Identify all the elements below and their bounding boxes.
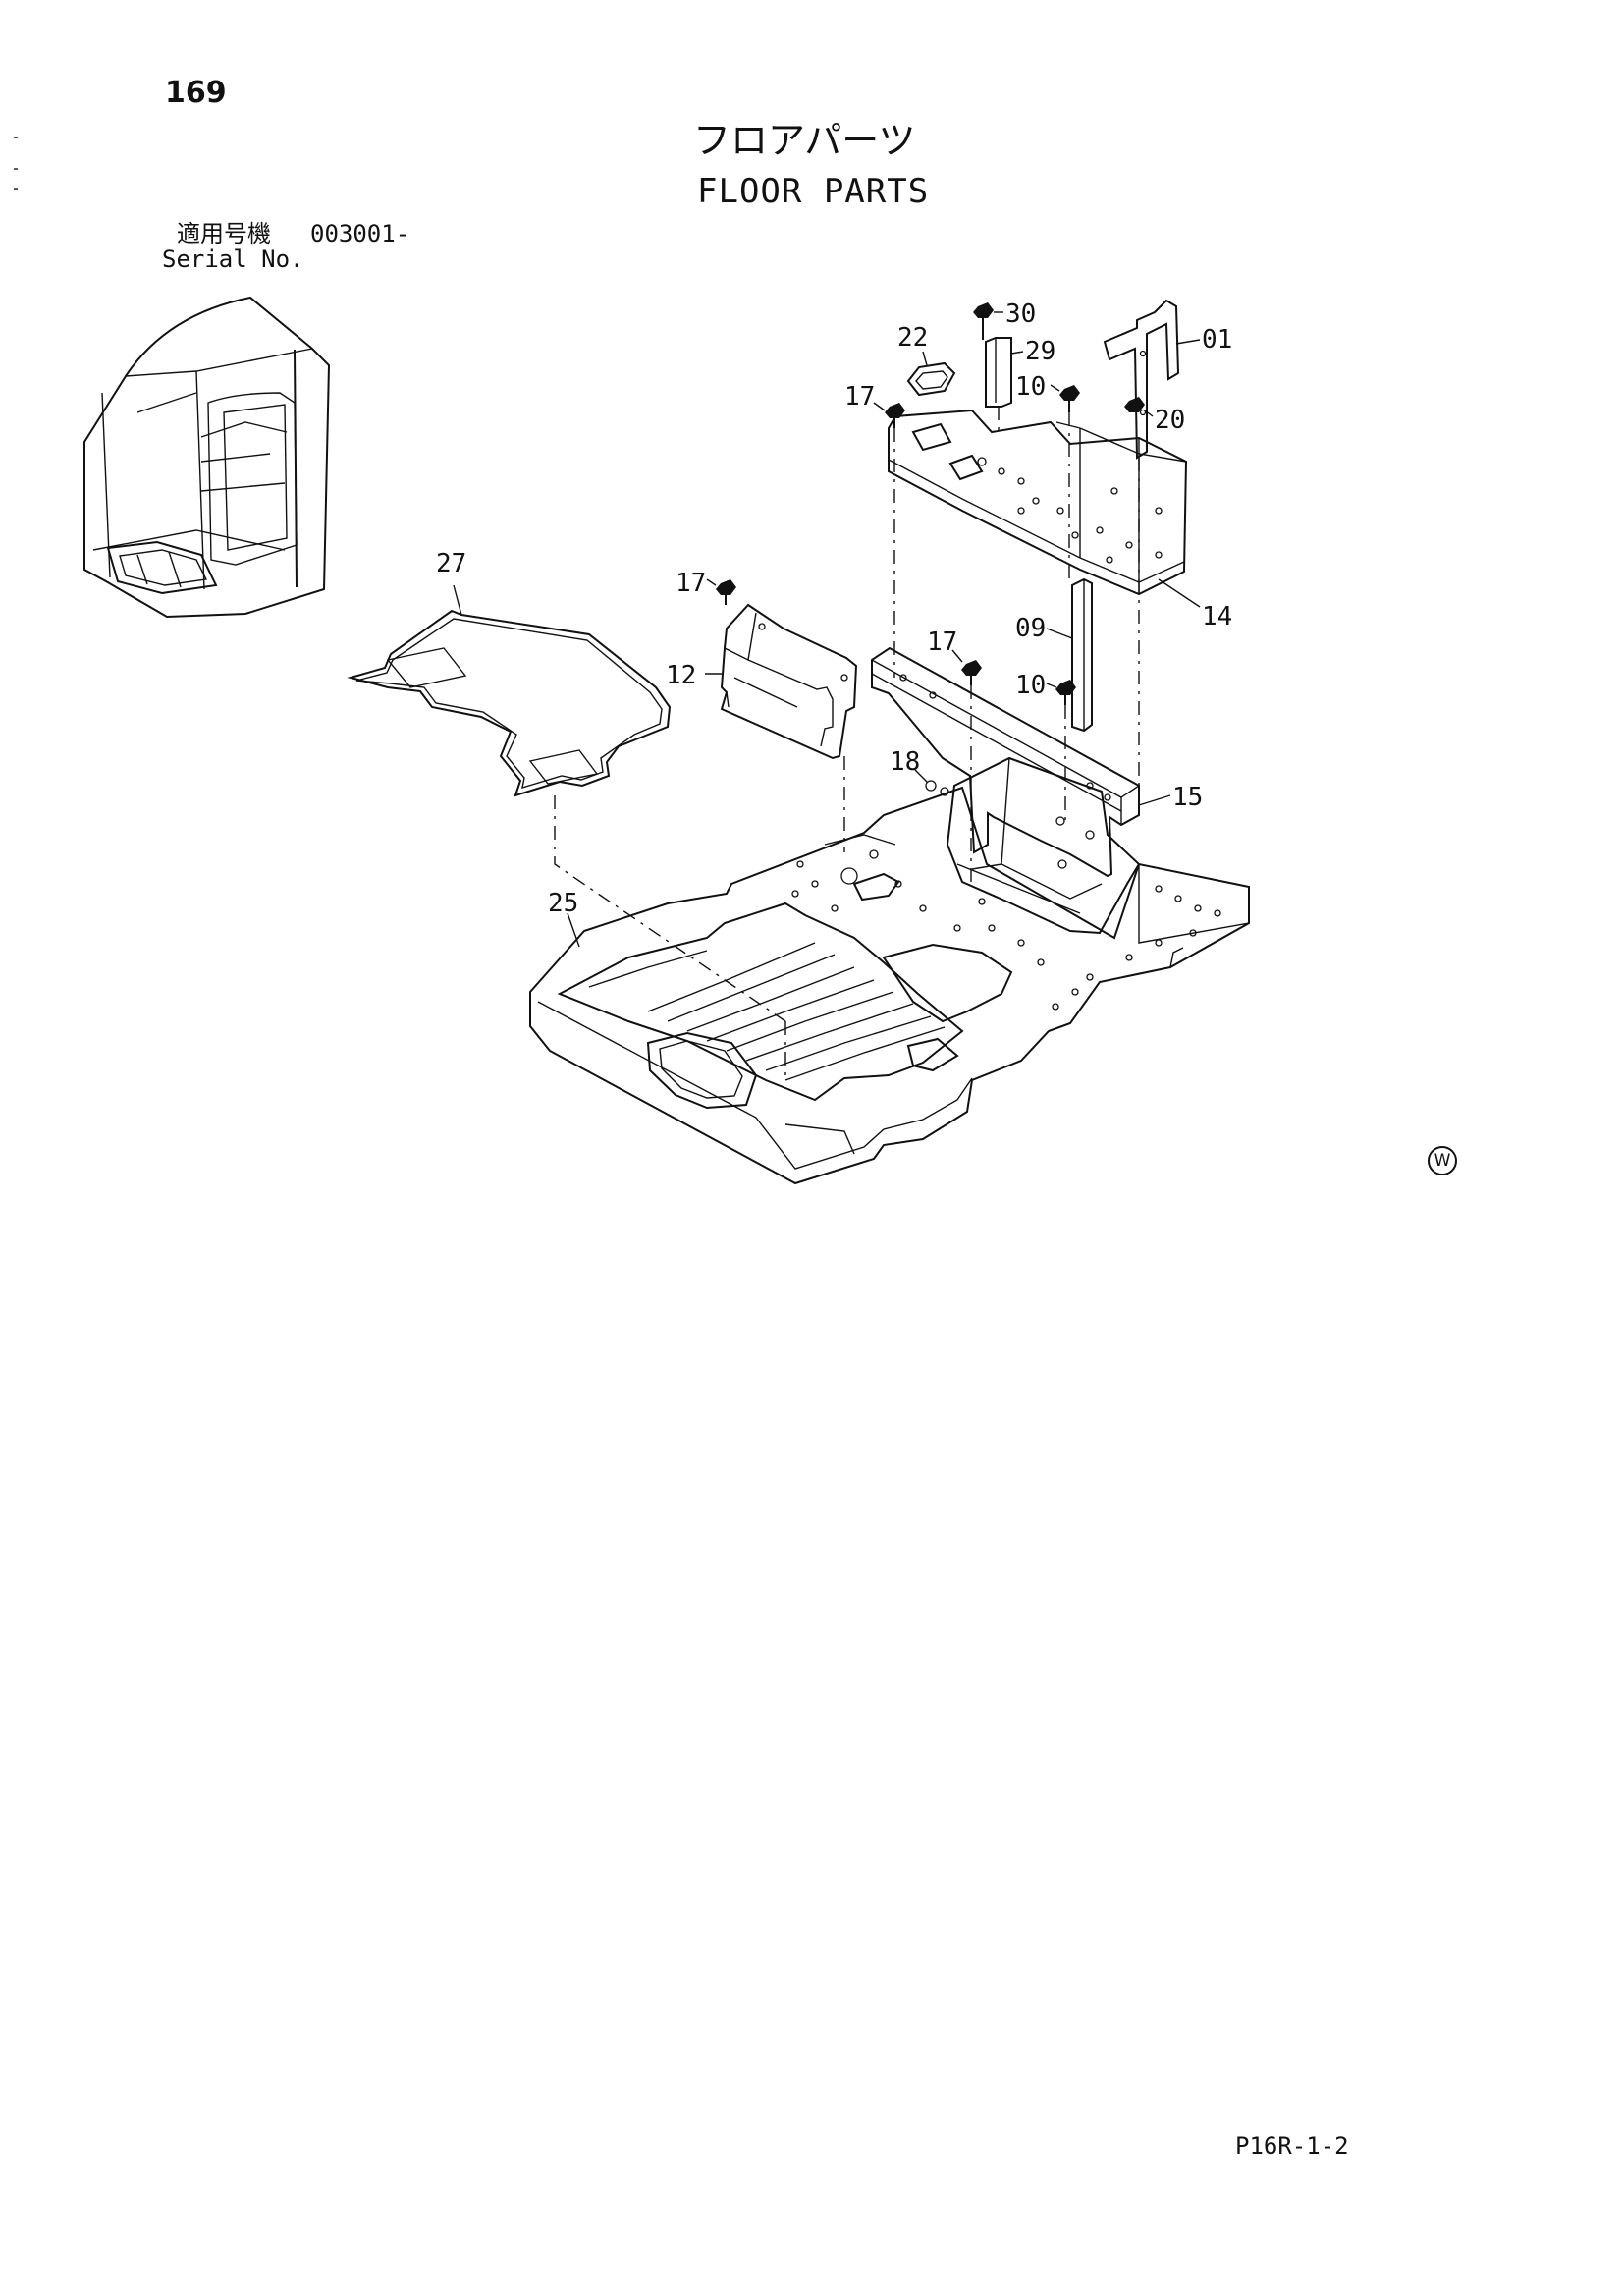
- part-09-bracket: [1071, 577, 1093, 733]
- callout-27: 27: [436, 549, 466, 578]
- callout-30: 30: [1005, 300, 1036, 329]
- part-27-floor-mat: [347, 609, 672, 797]
- bolt-30: [973, 302, 994, 340]
- part-29-bracket: [985, 337, 1012, 408]
- bolt-17-a: [885, 403, 905, 428]
- callout-01: 01: [1202, 325, 1232, 355]
- callout-22: 22: [897, 323, 928, 353]
- callout-labels: 22 30 29 01 17 10 20 27 17 14 09 17 12 1…: [436, 300, 1232, 918]
- part-01-bracket: [1103, 299, 1180, 460]
- callout-17-mid: 17: [927, 628, 957, 657]
- part-25-floor-frame: [529, 786, 1250, 1185]
- bolt-10-b: [1055, 680, 1076, 705]
- page-title-english: FLOOR PARTS: [697, 172, 930, 211]
- margin-marks: [14, 137, 18, 190]
- bolt-17-b: [716, 579, 736, 605]
- callout-17-left: 17: [676, 569, 706, 598]
- callout-12: 12: [666, 661, 696, 690]
- callout-17-top: 17: [844, 382, 875, 411]
- callout-25: 25: [548, 889, 578, 918]
- callout-20: 20: [1155, 406, 1185, 435]
- assembly-lines: [554, 407, 1140, 1080]
- bolt-10-a: [1059, 385, 1080, 412]
- callout-10-top: 10: [1015, 372, 1046, 402]
- leader-lines: [453, 311, 1201, 948]
- bolts: [716, 302, 1145, 796]
- cab-thumbnail: [83, 296, 331, 619]
- callout-15: 15: [1172, 783, 1203, 812]
- clip-18: [925, 780, 949, 796]
- part-15-cross-member: [871, 646, 1140, 878]
- bolt-20: [1124, 397, 1145, 412]
- part-12-side-cover: [720, 603, 858, 760]
- callout-18: 18: [890, 747, 920, 777]
- callout-09: 09: [1015, 614, 1046, 643]
- duct-panel: [946, 756, 1141, 935]
- callout-29: 29: [1025, 337, 1055, 366]
- callout-10-mid: 10: [1015, 671, 1046, 700]
- callout-14: 14: [1202, 602, 1232, 631]
- part-14-top-plate: [888, 409, 1188, 596]
- w-mark-icon: W: [1428, 1146, 1457, 1175]
- page-number: 169: [165, 76, 227, 110]
- page-code: P16R-1-2: [1235, 2132, 1349, 2159]
- part-22-cover: [906, 361, 956, 397]
- page-title-japanese: フロアパーツ: [693, 119, 916, 162]
- serial-range: 003001-: [310, 220, 410, 247]
- serial-label-english: Serial No.: [162, 246, 304, 273]
- bolt-17-c: [961, 660, 982, 685]
- serial-label-japanese: 適用号機: [177, 220, 271, 247]
